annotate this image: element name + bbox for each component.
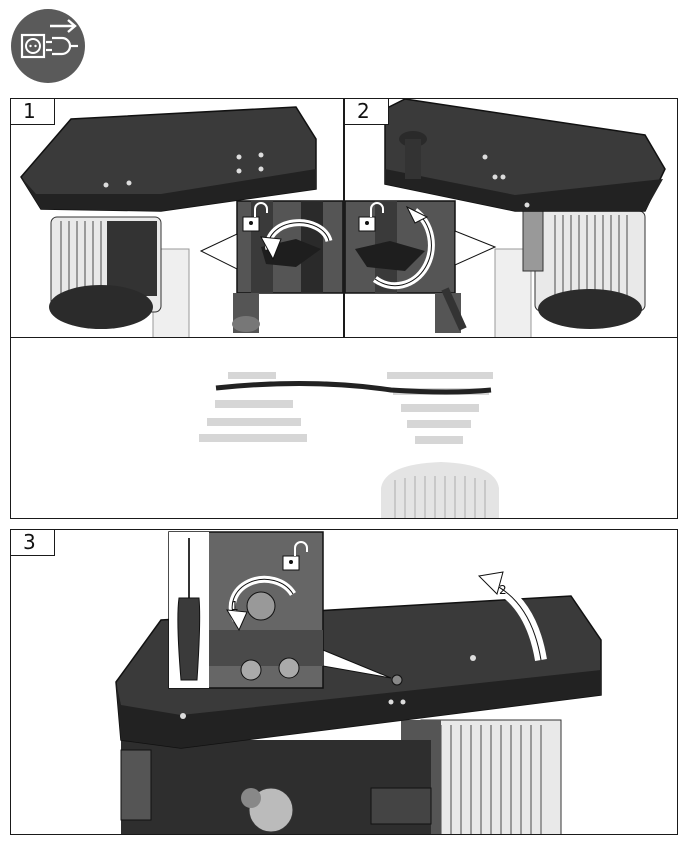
drill-head-left-illustration [20,106,343,337]
panel-number: 3 [11,530,55,556]
ghost-panel [10,337,678,519]
panel-1: 1 [10,98,344,338]
lock-open-icon [358,202,384,232]
unplug-power-icon [10,8,86,84]
panel-number: 2 [345,99,389,125]
panel-2: 2 [344,98,678,338]
drill-head-cover-illustration: 2 1 [115,531,602,834]
panel-number: 1 [11,99,55,125]
lock-open-icon [282,541,308,571]
panel-3: 3 2 [10,529,678,835]
faded-guide-illustration [199,372,499,518]
callout-2: 2 [499,583,507,597]
lock-open-icon [242,202,268,232]
drill-head-right-illustration [345,99,666,337]
callout-1: 1 [231,599,239,613]
